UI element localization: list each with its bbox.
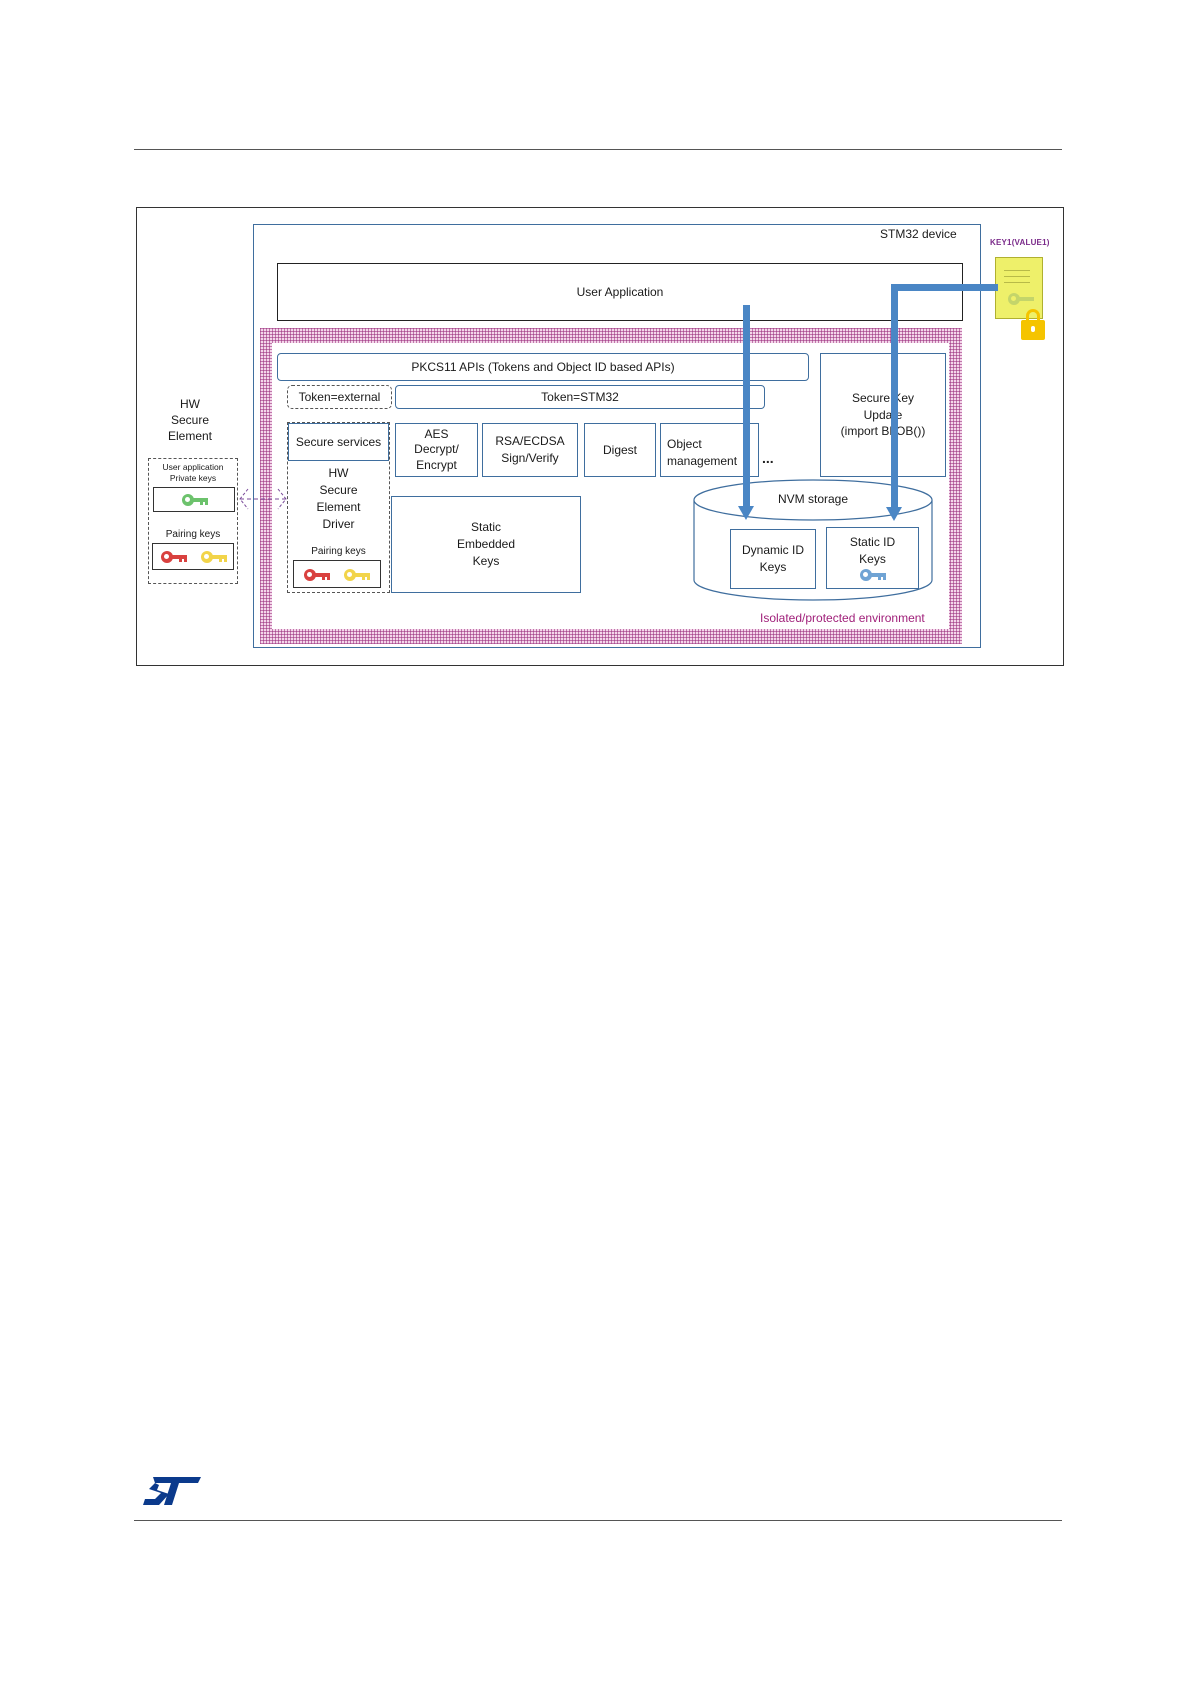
hw-se-connector bbox=[239, 488, 287, 510]
arrow-user-app-to-dynamic-keys bbox=[743, 305, 750, 508]
arrow-head-static-keys bbox=[886, 507, 902, 521]
key-icon bbox=[182, 493, 208, 507]
key-icon bbox=[304, 568, 330, 582]
arrow-blob-horizontal bbox=[891, 284, 998, 291]
hw-driver-column bbox=[287, 422, 390, 593]
isolated-environment-label: Isolated/protected environment bbox=[760, 611, 925, 625]
static-id-keys-box: Static ID Keys bbox=[826, 527, 919, 589]
lock-icon bbox=[1020, 309, 1046, 341]
footer-rule bbox=[134, 1520, 1062, 1521]
private-keys-box bbox=[153, 487, 235, 512]
st-logo bbox=[143, 1477, 201, 1505]
static-embedded-keys-box: Static Embedded Keys bbox=[391, 496, 581, 593]
pkcs11-apis-box: PKCS11 APIs (Tokens and Object ID based … bbox=[277, 353, 809, 381]
driver-pairing-keys-box bbox=[293, 560, 381, 588]
blob-label: KEY1(VALUE1) bbox=[990, 238, 1050, 247]
static-id-keys-label: Static ID Keys bbox=[849, 535, 896, 566]
key-icon bbox=[860, 568, 886, 582]
user-app-private-keys-label: User application Private keys bbox=[162, 462, 224, 484]
digest-box: Digest bbox=[584, 423, 656, 477]
header-rule bbox=[134, 149, 1062, 150]
token-external-box: Token=external bbox=[287, 385, 392, 409]
key-icon bbox=[344, 568, 370, 582]
nvm-storage-label: NVM storage bbox=[777, 492, 849, 506]
secure-services-box: Secure services bbox=[288, 423, 389, 461]
token-stm32-box: Token=STM32 bbox=[395, 385, 765, 409]
pairing-keys-box bbox=[152, 543, 234, 570]
key-icon bbox=[201, 550, 227, 564]
key-icon bbox=[161, 550, 187, 564]
driver-pairing-keys-label: Pairing keys bbox=[311, 546, 366, 557]
rsa-ecdsa-box: RSA/ECDSA Sign/Verify bbox=[482, 423, 578, 477]
object-management-box: Object management bbox=[660, 423, 759, 477]
key-icon bbox=[1008, 292, 1034, 306]
arrow-head-dynamic-keys bbox=[738, 506, 754, 520]
ellipsis: ... bbox=[762, 450, 774, 466]
stm32-device-label: STM32 device bbox=[880, 227, 957, 241]
hw-secure-element-label: HW Secure Element bbox=[167, 397, 213, 444]
pairing-keys-label: Pairing keys bbox=[165, 529, 221, 540]
dynamic-id-keys-box: Dynamic ID Keys bbox=[730, 529, 816, 589]
user-application-box: User Application bbox=[277, 263, 963, 321]
hw-secure-element-box bbox=[148, 458, 238, 584]
document-icon bbox=[995, 257, 1043, 319]
stm32-device-box bbox=[253, 224, 981, 648]
hw-driver-label: HW Secure Element Driver bbox=[316, 466, 361, 531]
arrow-blob-to-static-keys bbox=[891, 284, 898, 509]
figure-frame bbox=[136, 207, 1064, 666]
secure-key-update-box: Secure Key Update (import BLOB()) bbox=[820, 353, 946, 477]
aes-box: AES Decrypt/ Encrypt bbox=[395, 423, 478, 477]
